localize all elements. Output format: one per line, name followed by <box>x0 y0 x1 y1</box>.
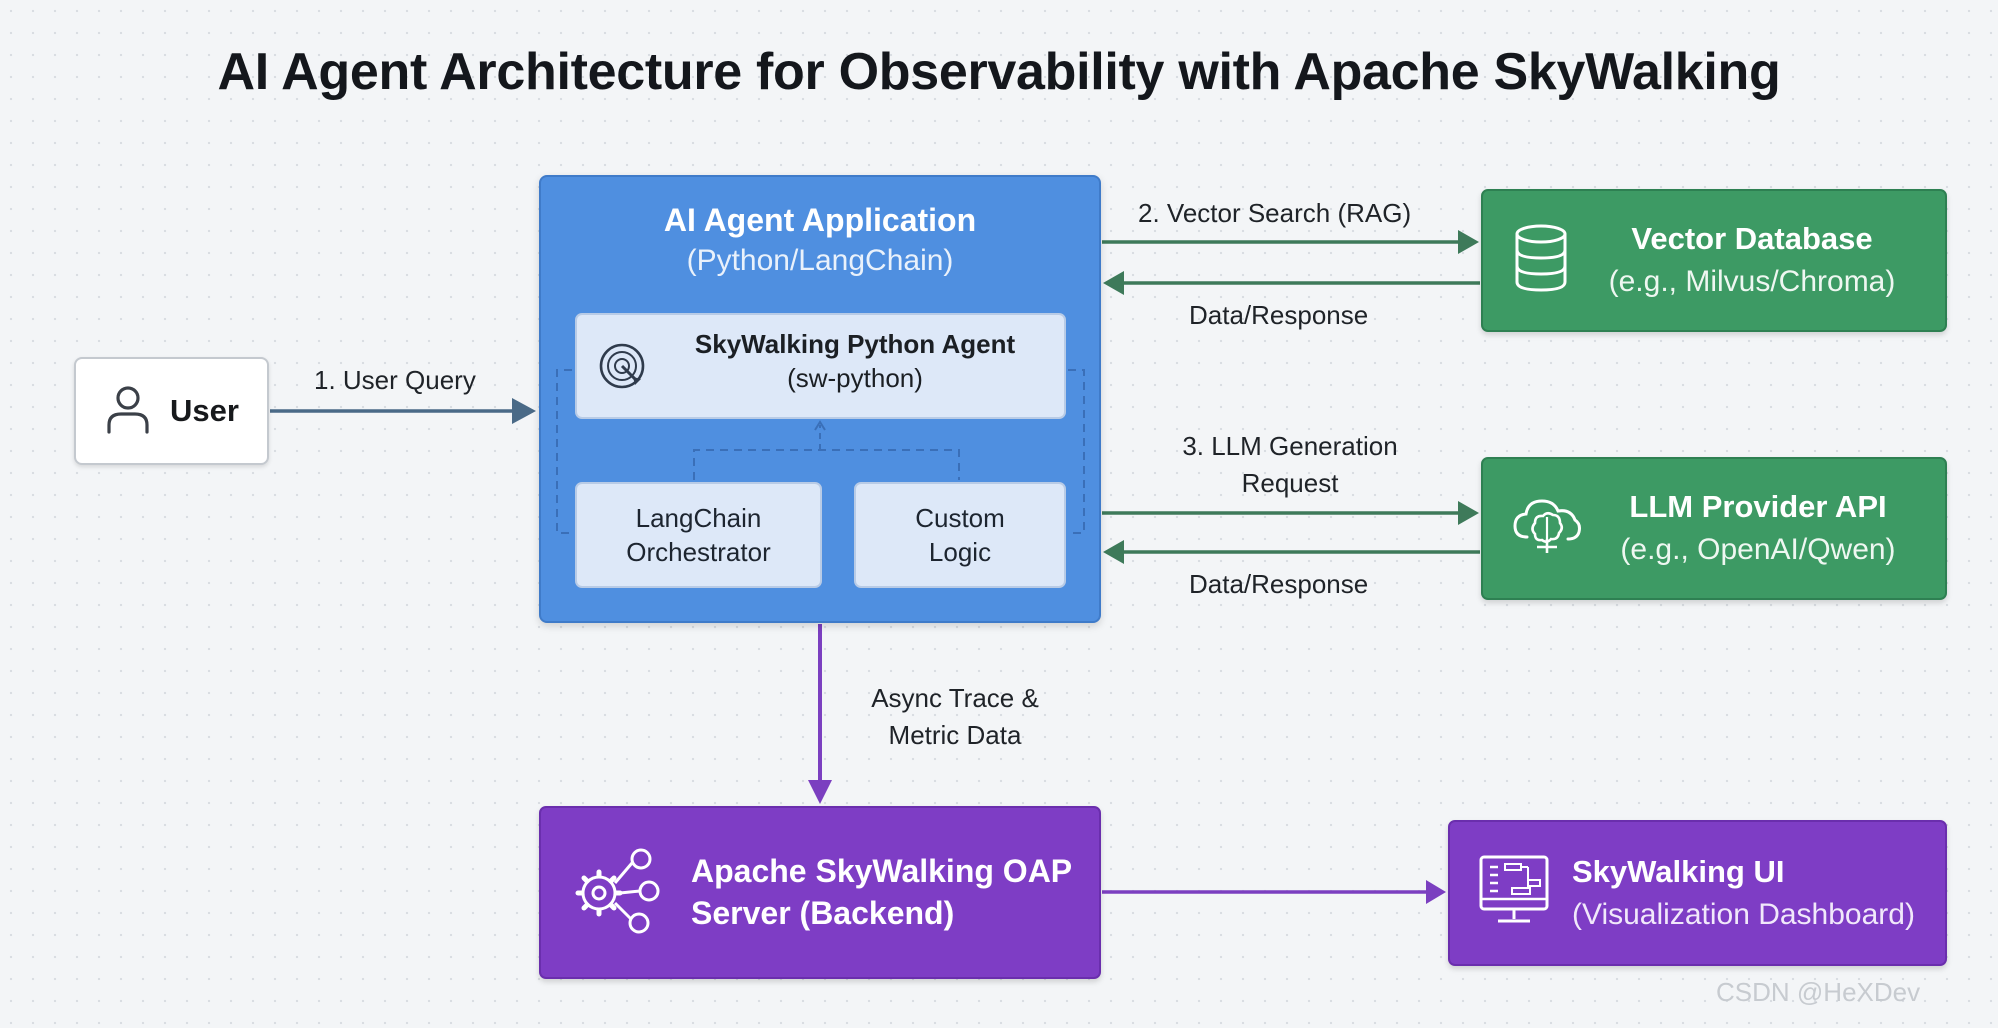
skywalking-oap-server-node: Apache SkyWalking OAP Server (Backend) <box>539 806 1101 979</box>
label-trace-line2: Metric Data <box>888 719 1022 750</box>
langchain-line1: LangChain <box>635 502 762 533</box>
label-trace-line1: Async Trace & <box>871 683 1039 713</box>
brain-cloud-icon <box>1511 493 1583 564</box>
vector-database-node: Vector Database (e.g., Milvus/Chroma) <box>1481 189 1947 332</box>
arrowhead-llm-request <box>1458 501 1479 525</box>
database-icon <box>1511 223 1571 298</box>
langchain-line2: Orchestrator <box>626 537 771 567</box>
arrowhead-vector-response <box>1103 271 1124 295</box>
watermark: CSDN @HeXDev <box>1716 977 1921 1007</box>
app-subtitle: (Python/LangChain) <box>686 244 954 278</box>
arrowhead-oap-ui <box>1426 880 1446 904</box>
dashboard-monitor-icon <box>1478 853 1550 934</box>
gears-icon <box>569 843 661 942</box>
arrowhead-llm-response <box>1103 540 1124 564</box>
oap-line2: Server (Backend) <box>691 894 955 931</box>
label-llm-response: Data/Response <box>1189 569 1369 599</box>
label-llm-request-line1: 3. LLM Generation <box>1182 431 1398 461</box>
skywalking-python-agent-node <box>575 313 1066 419</box>
label-vector-response: Data/Response <box>1189 300 1369 330</box>
oap-line1: Apache SkyWalking OAP <box>691 852 1073 889</box>
custom-line2: Logic <box>928 537 992 567</box>
custom-line1: Custom <box>915 502 1005 533</box>
sw-ui-title: SkyWalking UI <box>1572 854 1785 890</box>
label-trace: Async Trace & Metric Data <box>840 680 1070 754</box>
sw-agent-subtitle: (sw-python) <box>787 363 923 394</box>
inner-dashed-connector <box>556 369 1085 534</box>
user-label: User <box>170 393 239 428</box>
label-vector-search: 2. Vector Search (RAG) <box>1138 198 1412 228</box>
skywalking-ui-node: SkyWalking UI (Visualization Dashboard) <box>1448 820 1947 966</box>
llm-title: LLM Provider API <box>1629 489 1887 525</box>
sw-agent-title: SkyWalking Python Agent <box>694 329 1016 359</box>
label-llm-request-line2: Request <box>1241 467 1339 498</box>
user-node: User <box>74 357 269 465</box>
arrowhead-vector-search <box>1458 230 1479 254</box>
langchain-orchestrator-node: LangChain Orchestrator <box>575 482 822 588</box>
label-user-query: 1. User Query <box>314 365 476 395</box>
llm-subtitle: (e.g., OpenAI/Qwen) <box>1620 533 1896 567</box>
sw-ui-subtitle: (Visualization Dashboard) <box>1572 897 1915 931</box>
sw-agent-text: SkyWalking Python Agent (sw-python) <box>640 327 1070 396</box>
app-title: AI Agent Application <box>663 202 977 238</box>
user-icon <box>104 383 152 440</box>
page-title: AI Agent Architecture for Observability … <box>217 43 1781 101</box>
arrowhead-trace <box>808 780 832 804</box>
llm-provider-node: LLM Provider API (e.g., OpenAI/Qwen) <box>1481 457 1947 600</box>
vector-db-subtitle: (e.g., Milvus/Chroma) <box>1608 265 1896 299</box>
custom-logic-node: Custom Logic <box>854 482 1066 588</box>
app-title-block: AI Agent Application (Python/LangChain) <box>539 199 1101 281</box>
vector-db-title: Vector Database <box>1631 221 1873 257</box>
radar-icon <box>597 341 647 396</box>
arrowhead-user-query <box>512 398 536 424</box>
label-llm-request: 3. LLM Generation Request <box>1140 428 1440 502</box>
